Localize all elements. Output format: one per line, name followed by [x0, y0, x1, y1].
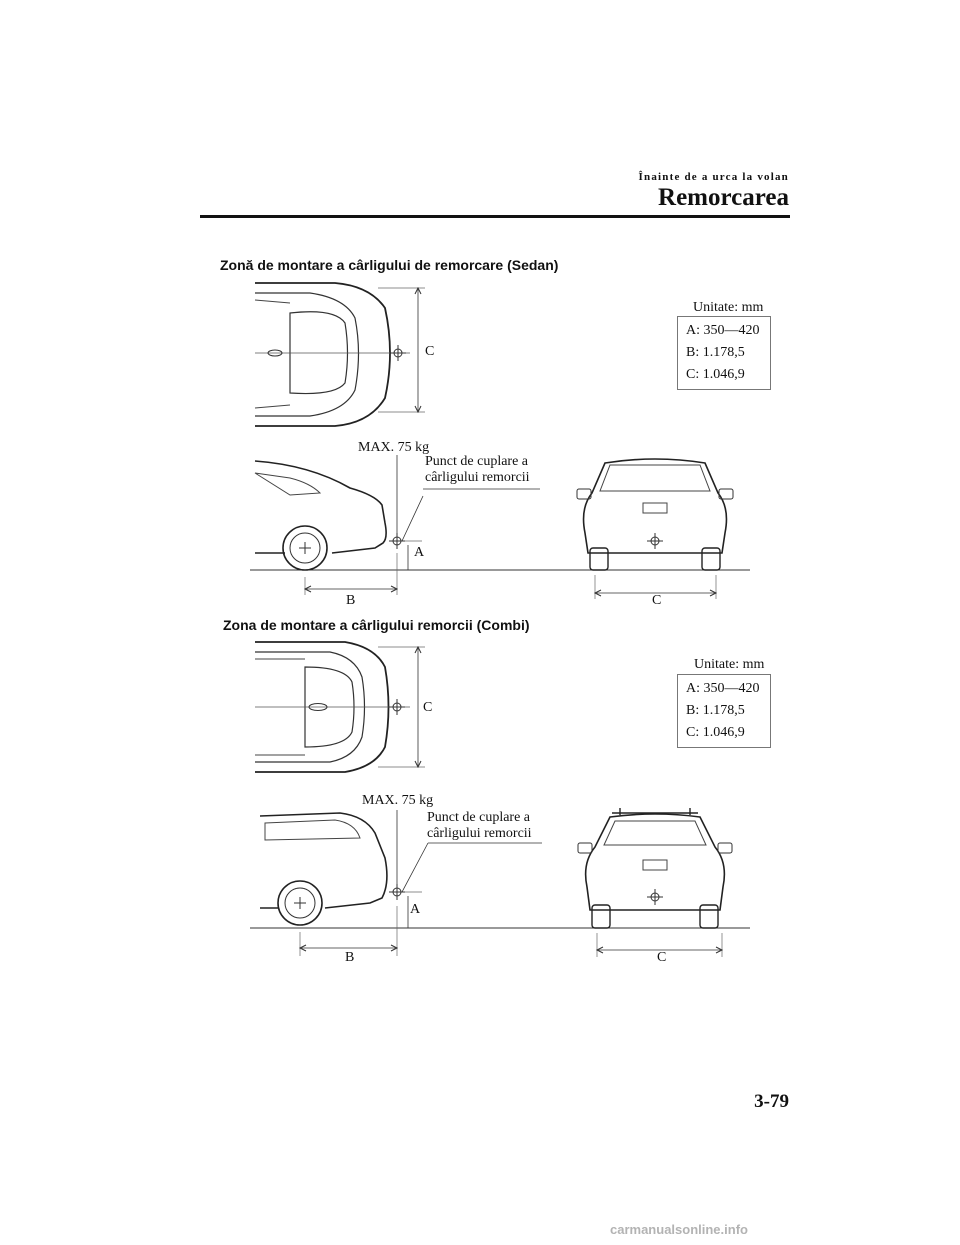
header-rule	[200, 215, 790, 218]
combi-top-view-diagram	[255, 641, 425, 773]
combi-side-view-diagram	[250, 810, 550, 956]
max-load-label-combi: MAX. 75 kg	[362, 793, 434, 808]
dim-c-rear-label-sedan: C	[652, 593, 662, 608]
section-heading-sedan: Zonă de montare a cârligului de remorcar…	[220, 257, 559, 273]
spec-b-sedan: B: 1.178,5	[686, 345, 745, 360]
sedan-rear-view-diagram	[550, 458, 750, 599]
spec-a-sedan: A: 350—420	[686, 323, 760, 338]
coupling-label-line2-sedan: cârligului remorcii	[425, 470, 530, 485]
dim-b-label-combi: B	[345, 950, 355, 965]
sedan-side-view-diagram	[250, 455, 550, 595]
section-heading-combi: Zona de montare a cârligului remorcii (C…	[223, 617, 530, 633]
max-load-label-sedan: MAX. 75 kg	[358, 440, 430, 455]
dim-a-label-sedan: A	[414, 545, 425, 560]
coupling-label-line1-combi: Punct de cuplare a	[427, 810, 531, 825]
spec-box-sedan: A: 350—420 B: 1.178,5 C: 1.046,9	[677, 316, 771, 390]
page-number: 3-79	[754, 1091, 789, 1112]
dim-b-label-sedan: B	[346, 593, 356, 608]
spec-a-combi: A: 350—420	[686, 681, 760, 696]
spec-box-combi: A: 350—420 B: 1.178,5 C: 1.046,9	[677, 674, 771, 748]
dim-c-top-label-combi: C	[423, 700, 433, 715]
page-title: Remorcarea	[658, 184, 789, 211]
coupling-label-line1-sedan: Punct de cuplare a	[425, 454, 529, 469]
dim-c-top-label-sedan: C	[425, 344, 435, 359]
units-label-combi: Unitate: mm	[694, 657, 765, 672]
sedan-top-view-diagram	[254, 282, 425, 427]
spec-c-sedan: C: 1.046,9	[686, 367, 745, 382]
watermark: carmanualsonline.info	[610, 1222, 748, 1237]
coupling-label-line2-combi: cârligului remorcii	[427, 826, 532, 841]
spec-b-combi: B: 1.178,5	[686, 703, 745, 718]
chapter-title: Înainte de a urca la volan	[638, 171, 789, 183]
units-label-sedan: Unitate: mm	[693, 300, 764, 315]
spec-c-combi: C: 1.046,9	[686, 725, 745, 740]
combi-rear-view-diagram	[550, 808, 750, 957]
dim-a-label-combi: A	[410, 902, 421, 917]
dim-c-rear-label-combi: C	[657, 950, 667, 965]
